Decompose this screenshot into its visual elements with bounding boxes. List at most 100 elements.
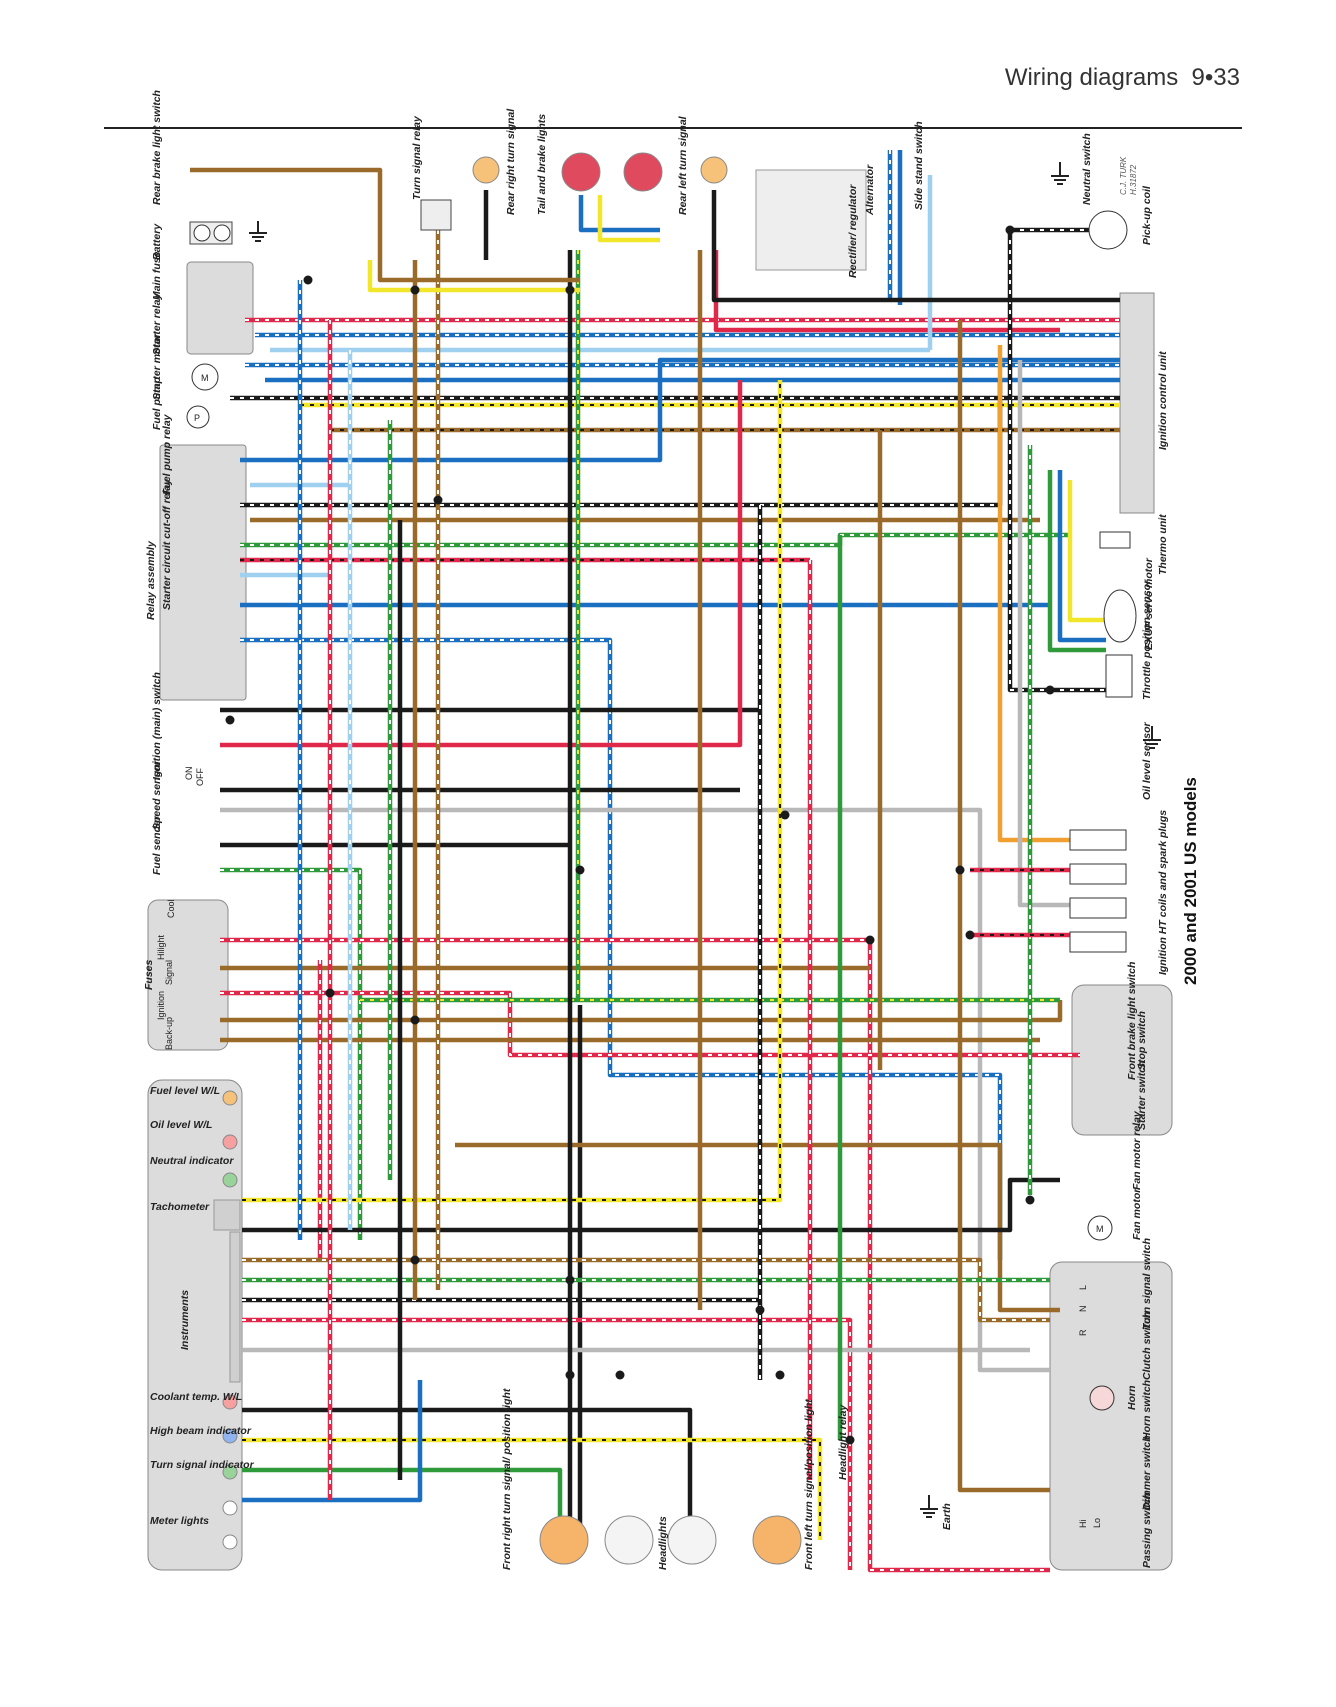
label-horn: Horn [1126, 1386, 1138, 1411]
junction-dot [410, 1015, 420, 1025]
label-dimmer: Dimmer switch [1141, 1435, 1153, 1510]
wire-tracer-41 [242, 1439, 821, 1540]
earth-icon [920, 1495, 938, 1518]
label-rear-right-turn: Rear right turn signal [505, 108, 517, 215]
headlight-2-icon [667, 1515, 717, 1565]
wire-24 [220, 937, 1050, 1573]
label-tachometer: Tachometer [150, 1201, 210, 1213]
wire-21 [220, 807, 1050, 1373]
junction-dot [615, 1370, 625, 1380]
label-neutral-switch: Neutral switch [1081, 133, 1093, 205]
header-page-number: 9•33 [1191, 64, 1240, 91]
starter-relay-panel [186, 261, 254, 355]
alternator-box [755, 169, 867, 271]
neutral-earth-icon [1051, 162, 1069, 185]
label-stop-switch: Stop switch [1136, 1011, 1148, 1070]
wire-43 [242, 1380, 423, 1503]
label-turn-switch: Turn signal switch [1141, 1238, 1153, 1330]
label-high-beam: High beam indicator [150, 1425, 252, 1437]
label-turn-signal-relay: Turn signal relay [411, 115, 423, 200]
wire-32 [455, 1142, 1060, 1313]
tail-bulb-2-icon [623, 152, 663, 192]
wire-77 [578, 195, 660, 233]
junction-dot [303, 275, 313, 285]
junction-dot [325, 988, 335, 998]
label-fan-relay: Fan motor relay [1131, 1110, 1143, 1190]
junction-dot [780, 810, 790, 820]
label-oil-sensor: Oil level sensor [1141, 721, 1153, 800]
label-starter-switch: Starter switch [1136, 1061, 1148, 1130]
exup-servo-motor-icon [1103, 589, 1137, 643]
label-horn-switch: Horn switch [1141, 1380, 1153, 1440]
label-fuel-pump: Fuel pump [151, 376, 163, 430]
throttle-sensor-icon [1105, 654, 1133, 698]
junction-dot [965, 930, 975, 940]
junction-dot [1045, 685, 1055, 695]
oil-level-lamp-icon [222, 1134, 238, 1150]
label-relay-assembly: Relay assembly [145, 540, 157, 620]
high-beam-lamp-icon [222, 1428, 238, 1444]
fuse-label-cool: Cool [166, 899, 176, 918]
junction-dot [1025, 1195, 1035, 1205]
label-clutch: Clutch switch [1141, 1312, 1153, 1380]
neutral-lamp-icon [222, 1172, 238, 1188]
relay-assembly-panel [159, 444, 247, 701]
wire-19 [220, 380, 743, 748]
battery-earth-icon [249, 221, 267, 242]
label-rear-left-turn: Rear left turn signal [677, 115, 689, 215]
wire-33 [242, 380, 783, 1203]
tail-bulb-1-icon [561, 152, 601, 192]
junction-dot [755, 1305, 765, 1315]
label-coolant: Coolant temp. W/L [150, 1391, 242, 1403]
fuse-label-ignition: Ignition [156, 991, 166, 1020]
left-switch-panel [1049, 1261, 1173, 1571]
meter-light-1-icon [222, 1500, 238, 1516]
wire-78 [597, 195, 660, 243]
wire-65 [997, 345, 1070, 843]
headlight-1-icon [604, 1515, 654, 1565]
label-turn-indicator: Turn signal indicator [150, 1459, 255, 1471]
ignition-off-mark: OFF [195, 768, 205, 786]
label-headlight-relay: Headlight relay [837, 1404, 849, 1480]
label-meter-lights: Meter lights [150, 1515, 209, 1527]
wire-17 [240, 637, 1003, 1260]
dimmer-lo: Lo [1092, 1518, 1102, 1528]
label-fan-motor: Fan motor [1131, 1188, 1143, 1240]
ignition-on-mark: ON [184, 767, 194, 781]
dimmer-hi: Hi [1078, 1520, 1088, 1529]
junction-dot [575, 865, 585, 875]
page-header: Wiring diagrams 9•33 [900, 64, 1240, 92]
fuse-box-panel [147, 899, 229, 1051]
tachometer-unit [213, 1199, 241, 1231]
fuel-pump-icon [186, 405, 210, 429]
ht-coil-1-icon [1069, 829, 1127, 851]
label-instruments: Instruments [179, 1290, 191, 1350]
ignition-control-unit-box [1119, 292, 1155, 514]
rear-left-turn-bulb-icon [700, 156, 728, 184]
wires [190, 150, 1120, 1573]
front-right-turn-bulb-icon [539, 1515, 589, 1565]
label-exup: EXUP servo motor [1143, 557, 1155, 650]
meter-light-2-icon [222, 1534, 238, 1550]
wire-tracer-64 [1009, 230, 1120, 691]
junction-dot [1005, 225, 1015, 235]
label-fuel-sender: Fuel sender [151, 815, 163, 875]
fuel-pump-mark: P [194, 413, 200, 423]
ht-coil-3-icon [1069, 897, 1127, 919]
diagram-title: 2000 and 2001 US models [1181, 777, 1200, 985]
label-thermo: Thermo unit [1157, 514, 1169, 575]
junction-dot [565, 285, 575, 295]
label-fuel-pump-relay: Fuel pump relay [161, 413, 173, 495]
starter-motor-mark: M [201, 373, 209, 383]
label-side-stand: Side stand switch [913, 121, 925, 210]
label-oil-level: Oil level W/L [150, 1119, 212, 1131]
label-alternator: Alternator [864, 164, 876, 216]
label-ht-coils: Ignition HT coils and spark plugs [1157, 810, 1169, 975]
wire-9 [240, 357, 1120, 463]
wire-70 [1067, 480, 1104, 623]
junction-dot [955, 865, 965, 875]
label-starter-relay: Starter relay [151, 293, 163, 355]
label-headlights: Headlights [657, 1516, 669, 1570]
pickup-coil-icon [1088, 210, 1128, 250]
label-neutral-indicator: Neutral indicator [150, 1155, 234, 1167]
